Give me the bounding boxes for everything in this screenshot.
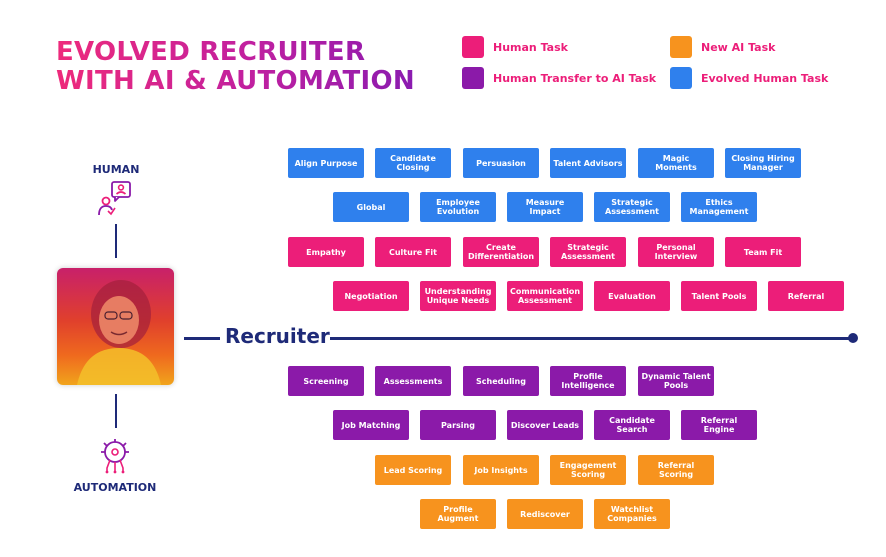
task-box-transfer: Screening [288, 366, 364, 396]
task-box-transfer: Scheduling [463, 366, 539, 396]
task-box-evolved: Candidate Closing [375, 148, 451, 178]
task-box-evolved: Closing Hiring Manager [725, 148, 801, 178]
task-box-evolved: Talent Advisors [550, 148, 626, 178]
human-connector-line [115, 224, 117, 258]
recruiter-axis-endpoint [848, 333, 858, 343]
task-box-human: Understanding Unique Needs [420, 281, 496, 311]
task-box-ai: Watchlist Companies [594, 499, 670, 529]
task-box-transfer: Discover Leads [507, 410, 583, 440]
task-box-evolved: Global [333, 192, 409, 222]
task-box-ai: Referral Scoring [638, 455, 714, 485]
task-box-evolved: Ethics Management [681, 192, 757, 222]
task-box-ai: Lead Scoring [375, 455, 451, 485]
recruiter-axis-line [330, 337, 850, 340]
task-box-human: Talent Pools [681, 281, 757, 311]
person-chat-icon [98, 181, 131, 216]
legend-swatch-transfer [462, 67, 484, 89]
task-box-transfer: Candidate Search [594, 410, 670, 440]
task-box-ai: Job Insights [463, 455, 539, 485]
legend-item-human-transfer: Human Transfer to AI Task [462, 67, 656, 89]
legend-item-new-ai-task: New AI Task [670, 36, 775, 58]
task-box-human: Culture Fit [375, 237, 451, 267]
task-box-human: Evaluation [594, 281, 670, 311]
legend-label-human-task: Human Task [493, 40, 568, 54]
task-box-transfer: Parsing [420, 410, 496, 440]
title-line-1: EVOLVED RECRUITER [56, 37, 366, 67]
task-box-ai: Rediscover [507, 499, 583, 529]
task-box-human: Empathy [288, 237, 364, 267]
legend-label-new-ai-task: New AI Task [701, 40, 776, 54]
task-box-transfer: Referral Engine [681, 410, 757, 440]
task-box-human: Negotiation [333, 281, 409, 311]
recruiter-axis-label: Recruiter [225, 324, 330, 348]
task-box-evolved: Employee Evolution [420, 192, 496, 222]
recruiter-axis-left-segment [184, 337, 220, 340]
task-box-evolved: Magic Moments [638, 148, 714, 178]
task-box-evolved: Measure Impact [507, 192, 583, 222]
task-box-human: Create Differentiation [463, 237, 539, 267]
legend-label-evolved-human: Evolved Human Task [701, 71, 829, 85]
legend-item-human-task: Human Task [462, 36, 568, 58]
task-box-human: Communication Assessment [507, 281, 583, 311]
task-box-transfer: Assessments [375, 366, 451, 396]
task-box-human: Strategic Assessment [550, 237, 626, 267]
recruiter-photo [57, 268, 174, 385]
legend-swatch-new-ai [670, 36, 692, 58]
task-box-human: Personal Interview [638, 237, 714, 267]
legend-item-evolved-human: Evolved Human Task [670, 67, 828, 89]
task-box-evolved: Strategic Assessment [594, 192, 670, 222]
task-box-transfer: Job Matching [333, 410, 409, 440]
task-box-transfer: Profile Intelligence [550, 366, 626, 396]
diagram-title: EVOLVED RECRUITER WITH AI & AUTOMATION [56, 38, 415, 96]
legend-swatch-evolved [670, 67, 692, 89]
automation-connector-line [115, 394, 117, 428]
legend-swatch-human [462, 36, 484, 58]
title-line-2: WITH AI & AUTOMATION [56, 66, 415, 96]
automation-label: AUTOMATION [73, 481, 157, 494]
task-box-human: Team Fit [725, 237, 801, 267]
task-box-evolved: Align Purpose [288, 148, 364, 178]
task-box-ai: Engagement Scoring [550, 455, 626, 485]
task-box-human: Referral [768, 281, 844, 311]
legend-label-human-transfer: Human Transfer to AI Task [493, 71, 657, 85]
task-box-ai: Profile Augment [420, 499, 496, 529]
circuit-brain-icon [101, 439, 129, 474]
task-box-transfer: Dynamic Talent Pools [638, 366, 714, 396]
task-box-evolved: Persuasion [463, 148, 539, 178]
human-label: HUMAN [92, 163, 140, 176]
recruiter-portrait-image [77, 280, 161, 385]
